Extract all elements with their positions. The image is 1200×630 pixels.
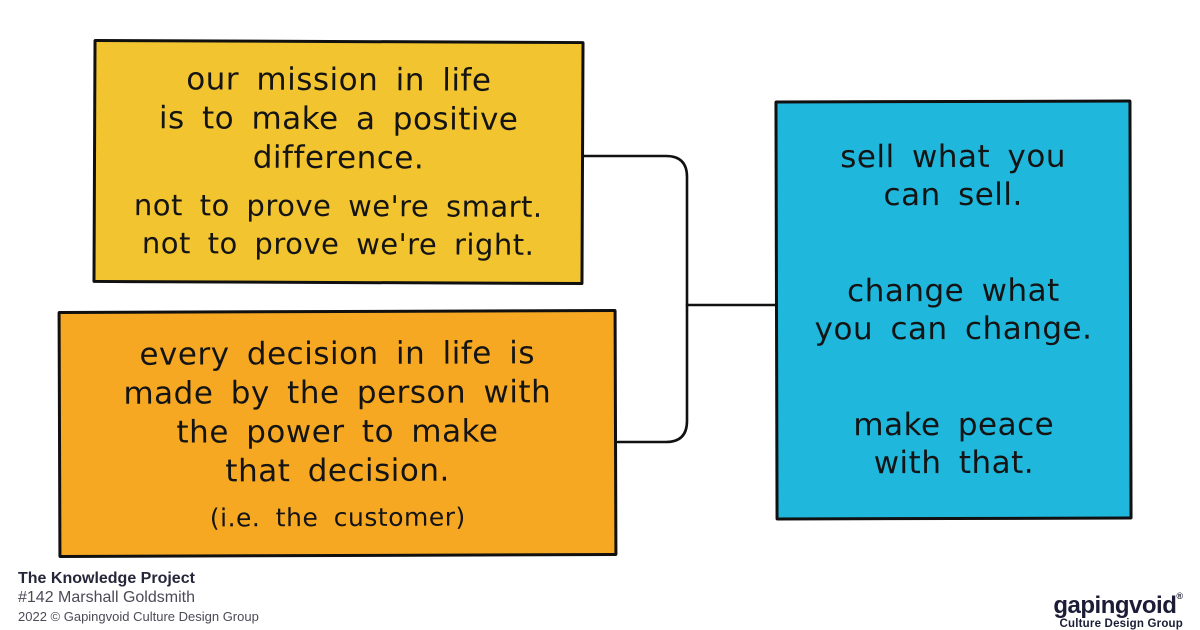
text-line: sell what you	[840, 138, 1067, 176]
text-line: made by the person with	[123, 373, 552, 412]
text-line: every decision in life is	[139, 334, 536, 373]
text-line: with that.	[873, 444, 1035, 482]
logo-tagline-text: Culture Design Group	[1059, 618, 1183, 630]
orange-note-box: every decision in life is made by the pe…	[57, 309, 618, 558]
attribution-title: The Knowledge Project	[18, 570, 195, 587]
text-line: change what	[847, 272, 1060, 310]
blue-box-group-sell: sell what you can sell.	[840, 138, 1066, 215]
logo-brand-text: gapingvoid®	[1053, 584, 1183, 618]
text-line: not to prove we're smart.	[133, 188, 543, 224]
yellow-box-main-text: our mission in life is to make a positiv…	[159, 60, 519, 179]
text-line: that decision.	[225, 452, 450, 489]
attribution-block: The Knowledge Project #142 Marshall Gold…	[18, 569, 259, 625]
yellow-box-secondary-text: not to prove we're smart. not to prove w…	[134, 186, 543, 264]
text-line: make peace	[853, 406, 1055, 444]
logo-wordmark: gapingvoid	[1053, 592, 1177, 619]
attribution-copyright: 2022 © Gapingvoid Culture Design Group	[18, 609, 259, 624]
attribution-episode: #142 Marshall Goldsmith	[18, 589, 195, 606]
yellow-note-box: our mission in life is to make a positiv…	[92, 38, 585, 286]
gapingvoid-logo: gapingvoid® Culture Design Group	[1053, 584, 1183, 630]
text-line: can sell.	[883, 176, 1023, 214]
text-line: the power to make	[176, 412, 499, 451]
registered-trademark-icon: ®	[1176, 591, 1183, 601]
text-line: is to make a positive	[158, 100, 519, 138]
orange-box-note-text: (i.e. the customer)	[209, 502, 466, 532]
text-line: our mission in life	[186, 61, 492, 99]
text-line: difference.	[252, 139, 425, 177]
text-line: not to prove we're right.	[141, 226, 535, 262]
text-line: you can change.	[814, 310, 1093, 348]
orange-box-main-text: every decision in life is made by the pe…	[123, 334, 551, 491]
blue-note-box: sell what you can sell. change what you …	[774, 99, 1133, 521]
blue-box-group-peace: make peace with that.	[853, 406, 1054, 483]
blue-box-group-change: change what you can change.	[814, 272, 1093, 349]
